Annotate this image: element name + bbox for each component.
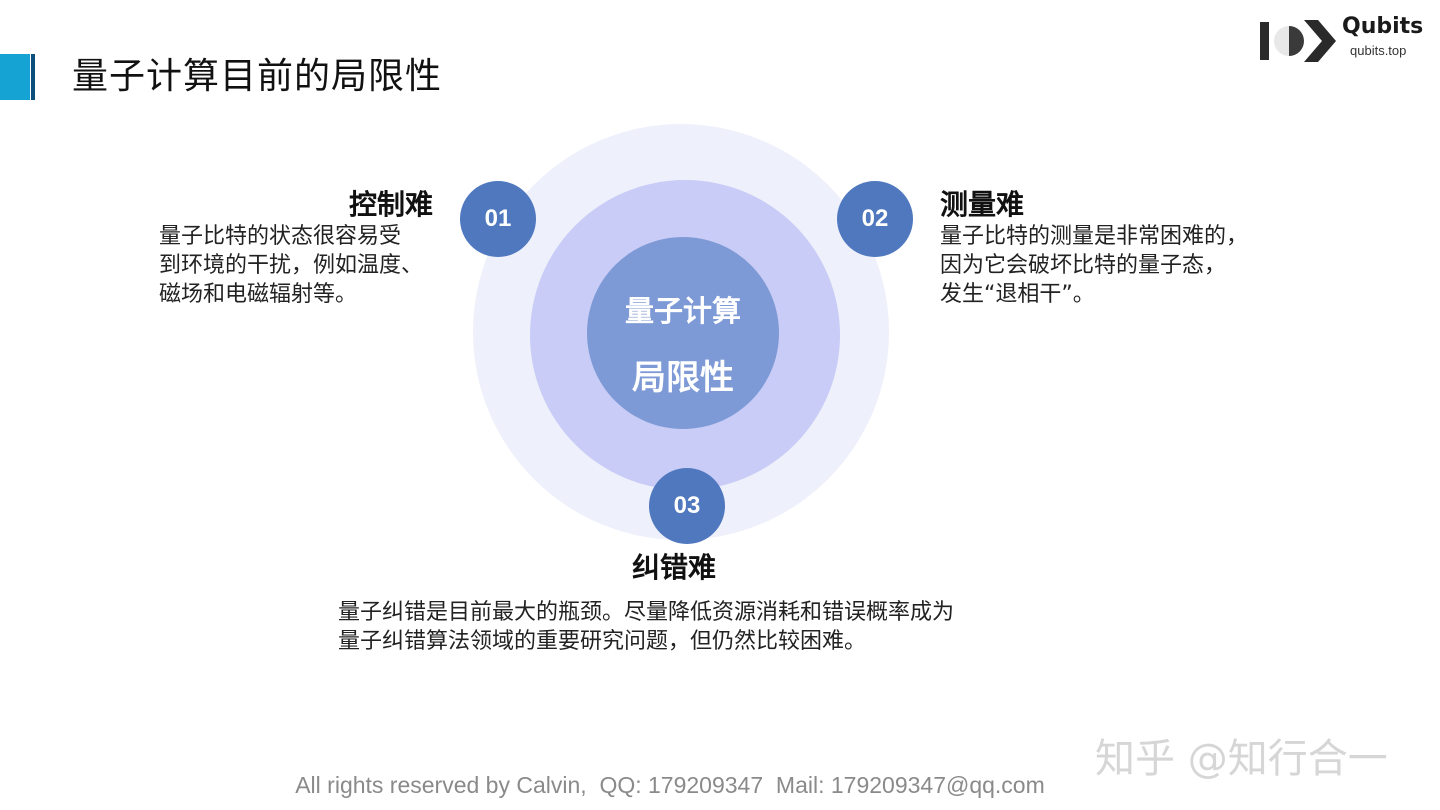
description-control: 量子比特的状态很容易受 到环境的干扰，例如温度、 磁场和电磁辐射等。 xyxy=(159,222,423,309)
description-line: 磁场和电磁辐射等。 xyxy=(159,282,358,307)
heading-error-correction: 纠错难 xyxy=(632,551,717,584)
description-line: 量子纠错是目前最大的瓶颈。尽量降低资源消耗和错误概率成为 xyxy=(338,600,955,625)
title-accent-line xyxy=(31,54,35,100)
heading-measurement: 测量难 xyxy=(940,188,1025,221)
zhihu-watermark: 知乎 @知行合一 xyxy=(1095,736,1388,782)
number-badge-02: 02 xyxy=(837,181,913,257)
description-line: 到环境的干扰，例如温度、 xyxy=(159,253,424,278)
title-accent-bar xyxy=(0,54,30,100)
footer-copyright: All rights reserved by Calvin, QQ: 17920… xyxy=(295,772,1045,798)
chevron-right-icon xyxy=(1304,20,1336,62)
center-circle xyxy=(587,237,779,429)
yin-yang-icon xyxy=(1274,26,1304,56)
center-subtitle: 局限性 xyxy=(632,358,734,398)
description-line: 量子纠错算法领域的重要研究问题，但仍然比较困难。 xyxy=(338,629,867,654)
center-title: 量子计算 xyxy=(624,294,741,328)
description-line: 量子比特的测量是非常困难的， xyxy=(940,224,1249,249)
number-badge-03: 03 xyxy=(649,468,725,544)
logo-bar-icon xyxy=(1260,22,1269,60)
description-measurement: 量子比特的测量是非常困难的， 因为它会破坏比特的量子态， 发生“退相干”。 xyxy=(940,222,1248,309)
heading-control: 控制难 xyxy=(348,188,433,221)
qubits-logo: Qubits qubits.top xyxy=(1258,12,1430,68)
description-line: 发生“退相干”。 xyxy=(940,282,1095,307)
logo-url: qubits.top xyxy=(1350,43,1407,58)
logo-name: Qubits xyxy=(1342,14,1424,39)
number-badge-01: 01 xyxy=(460,181,536,257)
description-error-correction: 量子纠错是目前最大的瓶颈。尽量降低资源消耗和错误概率成为 量子纠错算法领域的重要… xyxy=(338,598,954,656)
description-line: 因为它会破坏比特的量子态， xyxy=(940,253,1227,278)
slide-title: 量子计算目前的局限性 xyxy=(72,56,443,97)
description-line: 量子比特的状态很容易受 xyxy=(159,224,402,249)
